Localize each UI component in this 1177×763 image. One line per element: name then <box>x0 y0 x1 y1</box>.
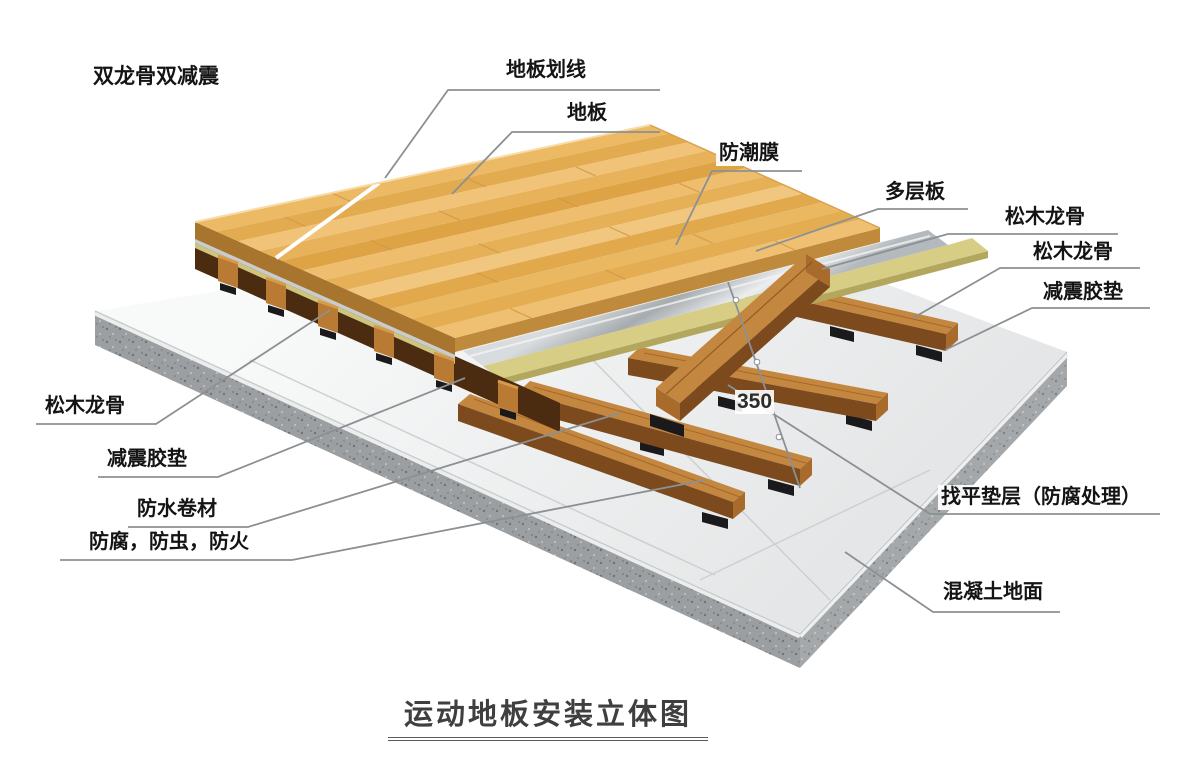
floor-marking-line <box>274 181 381 260</box>
slab-side-right <box>800 352 1067 668</box>
leader-treatment <box>60 479 706 561</box>
dimension-350: 350 <box>735 390 775 414</box>
dimension-line <box>727 281 801 489</box>
keel-side-face <box>680 269 830 421</box>
keel-end-face <box>733 492 745 519</box>
keel-post <box>373 324 395 365</box>
floor-right-edge <box>649 124 881 229</box>
keel-end-face <box>800 458 812 486</box>
slab-side-left <box>95 311 800 668</box>
slab-screed-edge-left <box>93 310 802 639</box>
label-pine-keel-left: 松木龙骨 <box>42 394 128 419</box>
annotation-lines <box>36 89 1160 613</box>
plywood-band <box>483 238 988 379</box>
floor-top-planks <box>195 125 880 338</box>
shock-pad <box>650 414 684 437</box>
floor-front-right-face <box>455 228 880 352</box>
shock-pad <box>500 408 516 420</box>
dimension-dots <box>732 296 783 441</box>
keel-post <box>317 299 339 340</box>
underfloor-keel-posts <box>217 254 519 420</box>
upper-cross-keel <box>650 254 830 437</box>
keel-post <box>217 254 239 295</box>
slab-seam-2 <box>249 359 716 576</box>
moisture-membrane-band <box>463 230 948 366</box>
floor-front-left-face <box>195 222 455 355</box>
slab-seam-3 <box>699 469 931 581</box>
keel-grain <box>665 261 813 395</box>
leader-pine-keel-top <box>821 233 1118 270</box>
slab-top-edge-right <box>799 351 1068 635</box>
keel-top-face <box>458 394 745 502</box>
lower-keel-rail-4 <box>458 394 745 529</box>
label-shock-pad-left: 减震胶垫 <box>104 447 190 472</box>
label-moisture-film: 防潮膜 <box>716 141 782 166</box>
shock-pad <box>268 305 284 317</box>
keel-top-face <box>656 254 830 403</box>
diagram-title: 运动地板安装立体图 <box>388 691 708 741</box>
slab-seam-1 <box>574 341 831 601</box>
keel-end-face <box>946 323 958 351</box>
leader-shock-pad-right <box>944 307 1150 351</box>
label-treatment: 防腐，防虫，防火 <box>86 530 252 555</box>
slab-top-edge-left <box>94 310 801 635</box>
keel-post <box>265 276 287 317</box>
label-leveling-layer: 找平垫层（防腐处理） <box>938 485 1144 510</box>
shock-pad <box>702 512 728 529</box>
label-pine-keel-top: 松木龙骨 <box>1002 205 1088 230</box>
leader-shock-pad-left <box>98 377 466 478</box>
floor-assembly <box>194 124 881 432</box>
shock-pad <box>640 440 664 456</box>
leader-pine-keel-bottom <box>912 267 1140 319</box>
label-waterproof-roll: 防水卷材 <box>134 497 220 522</box>
label-concrete-ground: 混凝土地面 <box>940 580 1046 605</box>
label-floor: 地板 <box>564 101 610 126</box>
leader-moisture-film <box>675 170 802 246</box>
membrane-edge-sliver <box>195 239 455 359</box>
keel-side-face <box>518 392 800 486</box>
shock-pad <box>846 414 872 431</box>
shock-pad <box>376 353 392 365</box>
label-plywood: 多层板 <box>882 180 948 205</box>
label-shock-pad-right: 减震胶垫 <box>1040 280 1126 305</box>
floor-back-edge-highlight <box>194 124 651 223</box>
label-floor-marking: 地板划线 <box>503 58 589 83</box>
leader-waterproof-roll <box>128 412 621 528</box>
keel-end-face <box>656 388 680 421</box>
leader-pine-keel-left <box>36 309 331 425</box>
corner-note: 双龙骨双减震 <box>93 65 219 88</box>
shock-pad <box>768 479 794 496</box>
leader-leveling-layer <box>727 384 1160 515</box>
membrane-sheen <box>469 235 931 357</box>
leader-floor <box>451 131 660 195</box>
shock-pad <box>220 283 236 295</box>
leader-floor-marking <box>384 89 660 179</box>
slab-side-right-tint <box>800 352 1067 668</box>
keel-end-face <box>876 393 888 421</box>
label-pine-keel-bottom: 松木龙骨 <box>1030 240 1116 265</box>
keel-post <box>497 379 519 420</box>
slab-screed-edge-right <box>798 352 1069 638</box>
plank-joints <box>284 166 796 319</box>
leader-plywood <box>755 208 968 252</box>
shock-pad <box>830 326 854 342</box>
keel-side-face <box>458 404 733 519</box>
leader-concrete-ground <box>844 551 1060 613</box>
shock-pad <box>916 345 942 362</box>
shock-pad <box>320 328 336 340</box>
